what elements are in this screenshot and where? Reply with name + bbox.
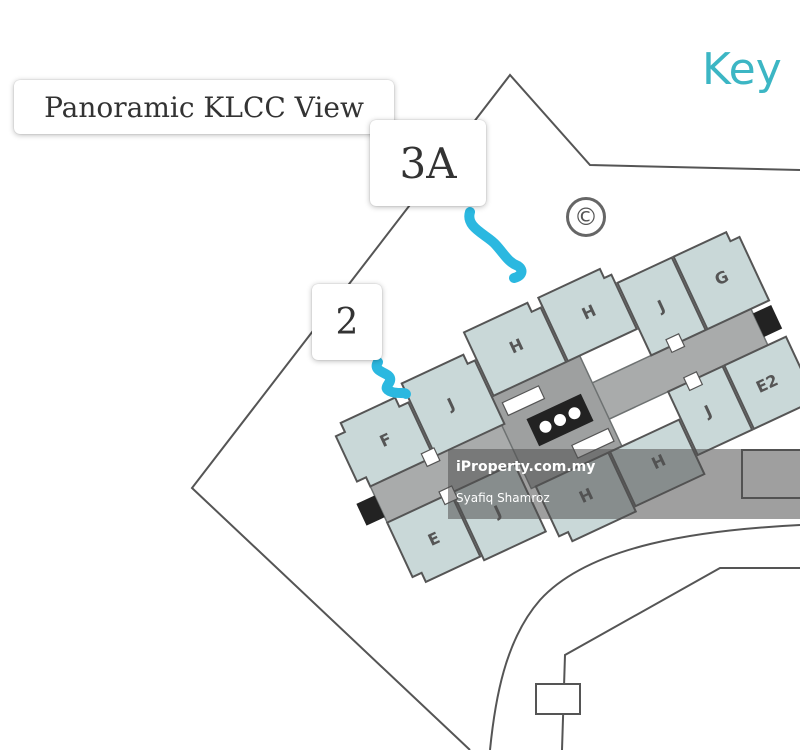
unit-g	[672, 230, 771, 331]
site-boundary	[190, 73, 800, 750]
watermark-author: Syafiq Shamroz	[456, 491, 550, 505]
marker-3a	[464, 207, 527, 283]
watermark: iProperty.com.my Syafiq Shamroz	[448, 449, 800, 519]
stair-core-left	[356, 495, 385, 526]
unit-h-top	[462, 301, 568, 398]
view-label: Panoramic KLCC View	[14, 80, 394, 134]
watermark-brand: iProperty.com.my	[456, 459, 596, 475]
unit-e2	[723, 335, 800, 431]
copyright-icon: ©	[566, 197, 606, 237]
road-inner-outline	[561, 567, 800, 750]
road-outline	[489, 524, 800, 750]
unit-h-top2	[536, 267, 639, 363]
tower-block: F J H H J G E J H H J E2	[334, 230, 800, 584]
marker-2	[371, 357, 411, 399]
unit-3a-label: 3A	[370, 120, 486, 206]
gatehouse	[535, 683, 581, 715]
unit-j-top	[616, 256, 707, 357]
key-title: Key	[702, 44, 782, 95]
stair-core-right	[753, 304, 783, 337]
unit-2-label: 2	[312, 284, 382, 360]
unit-f	[334, 396, 436, 488]
